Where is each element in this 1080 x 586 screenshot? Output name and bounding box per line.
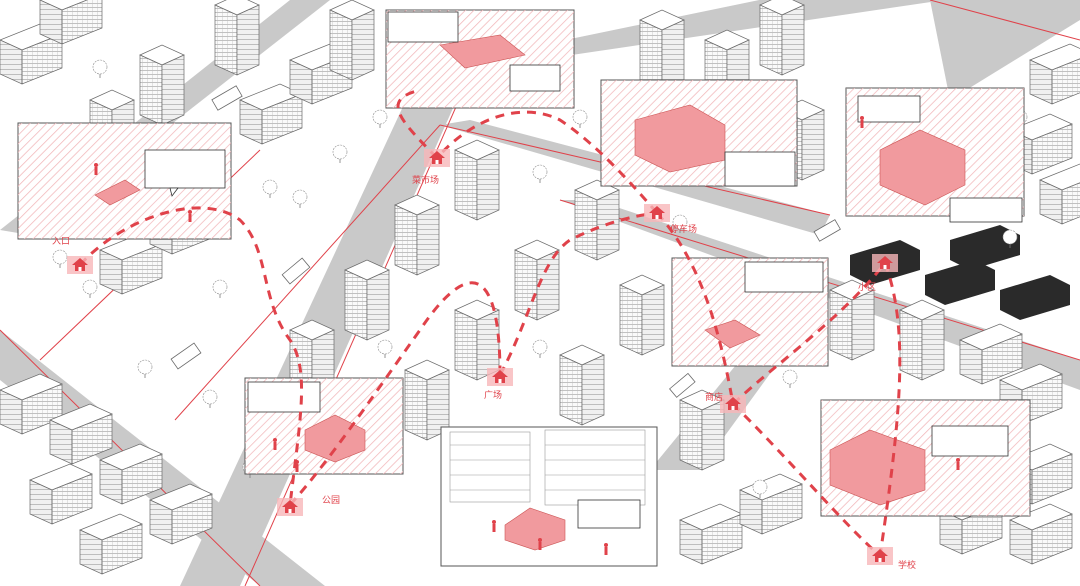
callout-panel-8 (820, 399, 1031, 517)
callout-panel-1 (17, 122, 232, 240)
stop-label: 公园 (322, 495, 340, 506)
callout-panel-4 (845, 87, 1025, 223)
stop-marker-8[interactable]: 学校 (867, 547, 916, 571)
callout-panels (17, 9, 1031, 567)
stop-markers: 入口 菜市场 停车场 小区 广场 公园 商店 学校 (52, 149, 916, 571)
stop-label: 广场 (484, 389, 502, 401)
stop-marker-7[interactable]: 商店 (705, 391, 746, 413)
callout-panel-6 (244, 377, 404, 475)
house-icon (67, 256, 93, 274)
house-icon (720, 395, 746, 413)
people-figures (94, 116, 960, 555)
house-icon (872, 254, 898, 272)
callout-panel-7 (440, 426, 658, 567)
stop-label: 菜市场 (412, 174, 439, 186)
stop-marker-2[interactable]: 菜市场 (412, 149, 450, 186)
stop-label: 小区 (858, 282, 876, 293)
callout-panel-2 (385, 9, 575, 109)
stop-marker-5[interactable]: 广场 (484, 368, 513, 401)
stop-label: 入口 (52, 236, 70, 247)
house-icon (424, 149, 450, 167)
house-icon (277, 498, 303, 516)
house-icon (867, 547, 893, 565)
stop-label: 停车场 (670, 223, 697, 235)
stop-marker-4[interactable]: 小区 (858, 254, 898, 293)
callout-panel-3 (600, 79, 798, 187)
stop-label: 学校 (898, 559, 916, 571)
walking-route (78, 88, 902, 558)
stop-marker-6[interactable]: 公园 (277, 495, 340, 516)
callout-panel-5 (671, 257, 829, 367)
vehicles (170, 85, 841, 398)
stop-label: 商店 (705, 391, 723, 403)
crosswalks (19, 239, 411, 528)
house-icon (644, 204, 670, 222)
house-icon (487, 368, 513, 386)
stop-marker-1[interactable]: 入口 (52, 236, 93, 274)
stop-marker-3[interactable]: 停车场 (644, 204, 697, 235)
